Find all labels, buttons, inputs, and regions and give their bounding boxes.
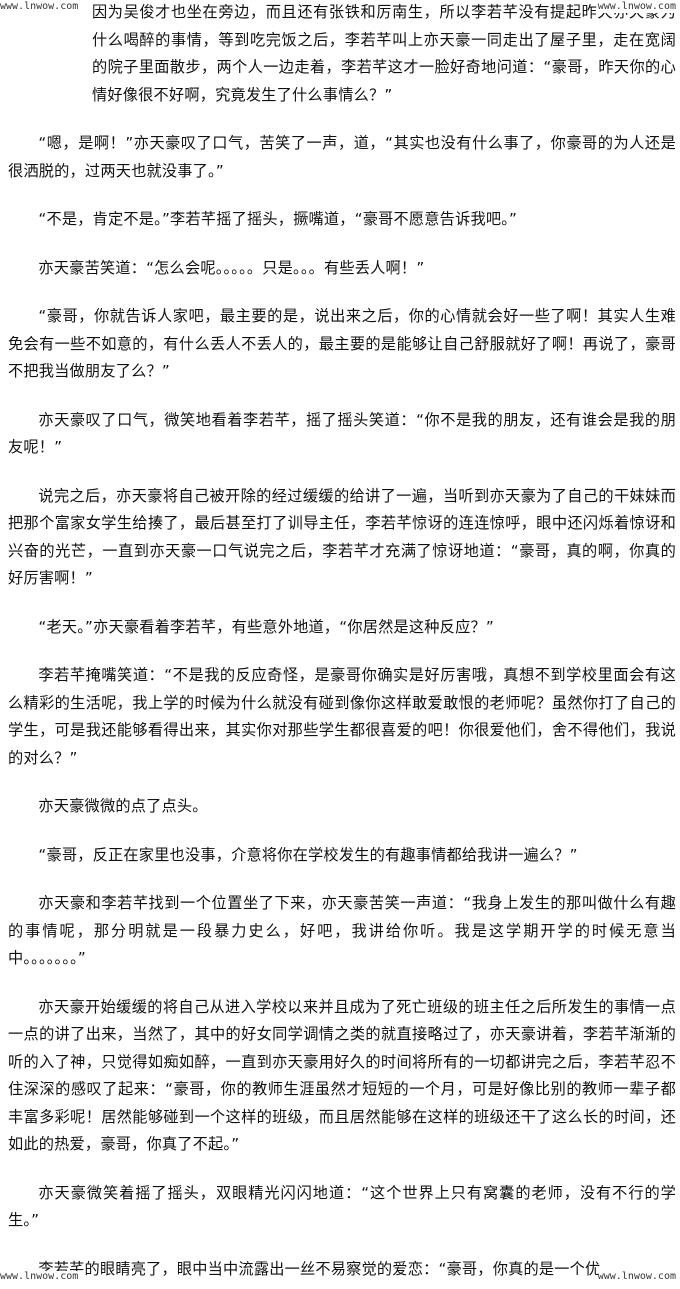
paragraph: 说完之后，亦天豪将自己被开除的经过缓缓的给讲了一遍，当听到亦天豪为了自己的干妹妹… — [8, 486, 676, 588]
paragraph: “老天。”亦天豪看着李若芊，有些意外地道，“你居然是这种反应？” — [38, 617, 494, 636]
article-body: 因为吴俊才也坐在旁边，而且还有张铁和厉南生，所以李若芊没有提起昨天亦天豪为什么喝… — [8, 0, 676, 1289]
paragraph: 亦天豪微笑着摇了摇头，双眼精光闪闪地道：“这个世界上只有窝囊的老师，没有不行的学… — [8, 1183, 676, 1230]
paragraph: 亦天豪苦笑道：“怎么会呢。。。。。只是。。。有些丢人啊！” — [38, 258, 425, 277]
paragraph: “不是，肯定不是。”李若芊摇了摇头，撅嘴道，“豪哥不愿意告诉我吧。” — [38, 210, 518, 228]
watermark-top-right: www.lnwow.com — [597, 1, 676, 13]
paragraph: 李若芊的眼睛亮了，眼中当中流露出一丝不易察觉的爱恋：“豪哥，你真的是一个优 — [38, 1259, 601, 1278]
watermark-top-left: www.lnwow.com — [0, 1, 79, 13]
paragraph: 亦天豪和李若芊找到一个位置坐了下来，亦天豪苦笑一声道：“我身上发生的那叫做什么有… — [8, 894, 676, 967]
paragraph: 亦天豪开始缓缓的将自己从进入学校以来并且成为了死亡班级的班主任之后所发生的事情一… — [8, 997, 676, 1154]
paragraph: “豪哥，你就告诉人家吧，最主要的是，说出来之后，你的心情就会好一些了啊！其实人生… — [8, 307, 676, 380]
paragraph: 因为吴俊才也坐在旁边，而且还有张铁和厉南生，所以李若芊没有提起昨天亦天豪为什么喝… — [92, 3, 676, 104]
paragraph: 李若芊掩嘴笑道：“不是我的反应奇怪，是豪哥你确实是好厉害哦，真想不到学校里面会有… — [8, 666, 676, 767]
paragraph: 亦天豪微微的点了点头。 — [38, 797, 208, 815]
paragraph: 亦天豪叹了口气，微笑地看着李若芊，摇了摇头笑道：“你不是我的朋友，还有谁会是我的… — [8, 410, 676, 457]
paragraph: “豪哥，反正在家里也没事，介意将你在学校发生的有趣事情都给我讲一遍么？” — [38, 845, 578, 864]
paragraph: “嗯，是啊！”亦天豪叹了口气，苦笑了一声，道，“其实也没有什么事了，你豪哥的为人… — [8, 134, 676, 180]
watermark-bottom-right: www.lnwow.com — [597, 1271, 676, 1283]
watermark-bottom-left: www.lnwow.com — [0, 1271, 79, 1283]
